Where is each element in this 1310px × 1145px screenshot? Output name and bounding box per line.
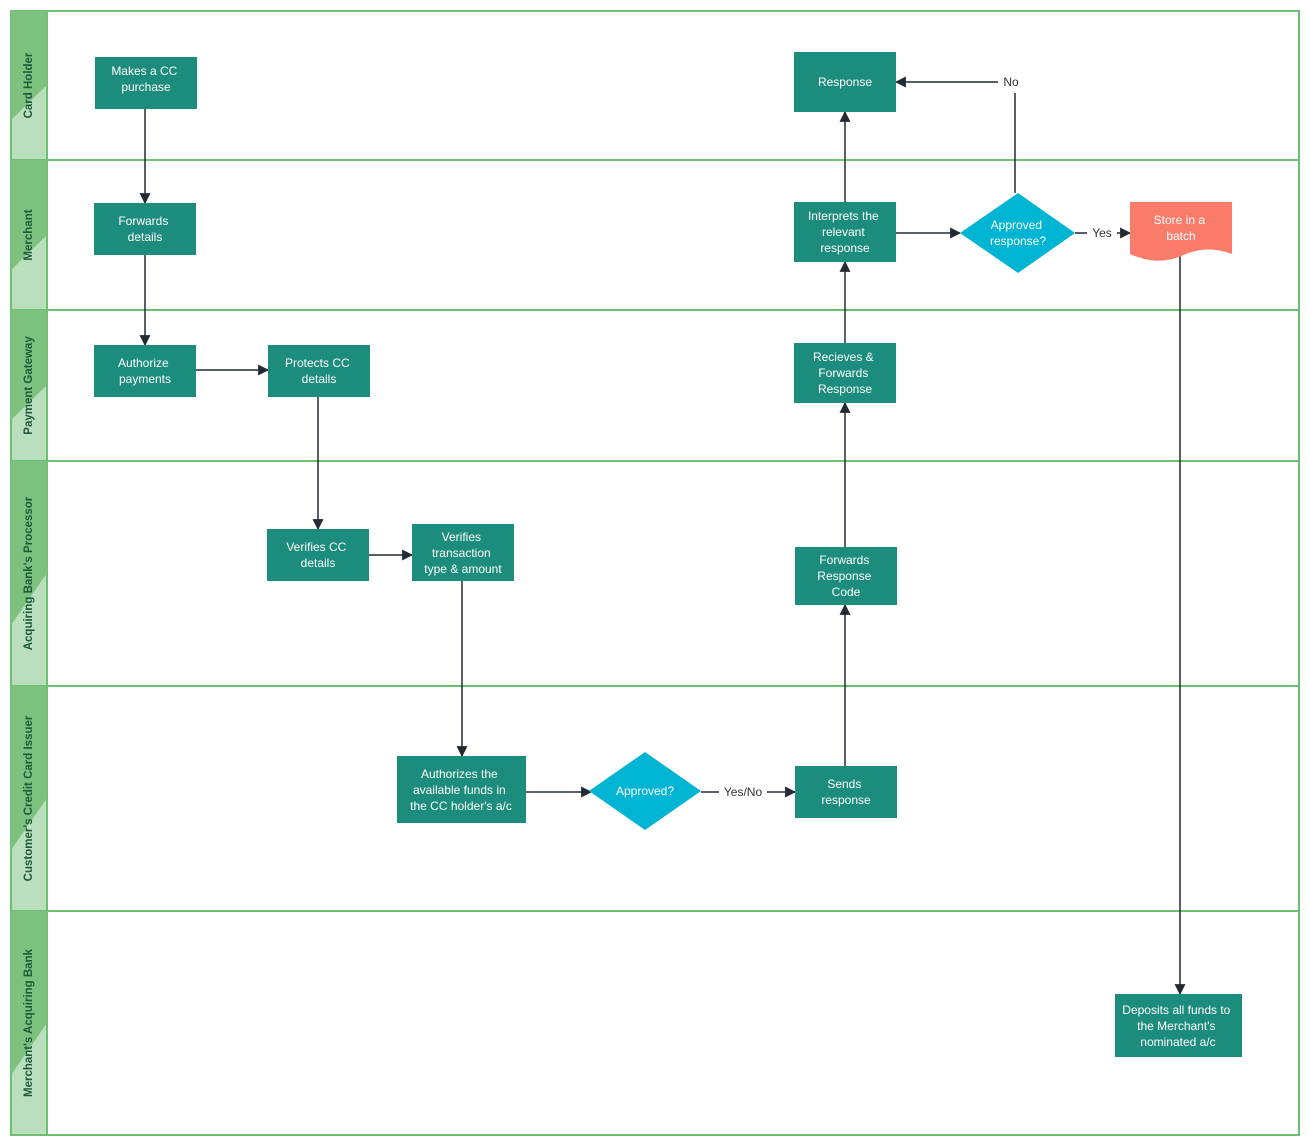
lane-merchant-bank: Merchant's Acquiring Bank bbox=[10, 910, 1300, 1136]
node-label-line: response bbox=[821, 793, 871, 807]
lane-label: Merchant's Acquiring Bank bbox=[23, 948, 35, 1097]
connectors bbox=[139, 82, 1186, 996]
node-label: Approved? bbox=[616, 784, 674, 798]
node-label-line: Makes a CC bbox=[111, 64, 177, 78]
edge-labels: No Yes Yes/No bbox=[724, 75, 1112, 799]
node-label-line: details bbox=[128, 230, 163, 244]
node-label: Verifies transaction type & amount bbox=[424, 530, 502, 576]
lane-label: Payment Gateway bbox=[23, 336, 35, 435]
node-label: Forwards details bbox=[118, 214, 171, 244]
lane-label: Card Holder bbox=[23, 52, 35, 118]
node-label-line: Store in a bbox=[1154, 213, 1206, 227]
process-receives-forwards-response[interactable]: Recieves & Forwards Response bbox=[794, 343, 896, 403]
node-label-line: Authorize bbox=[118, 356, 169, 370]
process-makes-cc-purchase[interactable]: Makes a CC purchase bbox=[95, 57, 197, 109]
node-label-line: Sends bbox=[827, 777, 861, 791]
connector-decision-no bbox=[896, 82, 1016, 193]
node-label-line: response bbox=[820, 241, 870, 255]
lane-label: Customer's Credit Card Issuer bbox=[23, 715, 35, 881]
decision-approved-response[interactable]: Approved response? bbox=[960, 193, 1075, 273]
node-label-line: Response bbox=[817, 569, 871, 583]
process-deposits-funds[interactable]: Deposits all funds to the Merchant's nom… bbox=[1115, 994, 1242, 1057]
lane-label: Acquiring Bank's Processor bbox=[23, 496, 35, 650]
nodes: Makes a CC purchase Response Forwards de… bbox=[94, 52, 1242, 1057]
process-protects-cc-details[interactable]: Protects CC details bbox=[268, 345, 370, 397]
node-label-line: payments bbox=[119, 372, 171, 386]
node-label: Recieves & Forwards Response bbox=[813, 350, 877, 396]
node-label: Sends response bbox=[821, 777, 871, 807]
node-label-line: nominated a/c bbox=[1140, 1035, 1215, 1049]
node-label: Store in a batch bbox=[1154, 213, 1209, 243]
node-label-line: available funds in bbox=[413, 783, 506, 797]
node-label-line: Verifies bbox=[442, 530, 481, 544]
swimlanes: Card Holder Merchant Payment Gateway Acq… bbox=[10, 10, 1300, 1136]
node-label: Verifies CC details bbox=[286, 540, 349, 570]
process-authorizes-funds[interactable]: Authorizes the available funds in the CC… bbox=[397, 756, 526, 823]
node-label-line: Verifies CC bbox=[286, 540, 346, 554]
node-label-line: the Merchant's bbox=[1137, 1019, 1215, 1033]
node-label-line: details bbox=[301, 556, 336, 570]
node-label: Authorize payments bbox=[118, 356, 172, 386]
edge-label-yes: Yes bbox=[1092, 226, 1112, 240]
lane-merchant: Merchant bbox=[10, 159, 1300, 311]
decision-approved[interactable]: Approved? bbox=[589, 752, 701, 830]
lane-label: Merchant bbox=[23, 209, 35, 260]
node-label-line: Code bbox=[832, 585, 861, 599]
lane-payment-gateway: Payment Gateway bbox=[10, 309, 1300, 462]
process-interprets-response[interactable]: Interprets the relevant response bbox=[794, 202, 896, 262]
edge-label-yes-no: Yes/No bbox=[724, 785, 763, 799]
node-label-line: relevant bbox=[822, 225, 865, 239]
process-authorize-payments[interactable]: Authorize payments bbox=[94, 345, 196, 397]
node-label-line: Forwards bbox=[819, 553, 869, 567]
node-label-line: Interprets the bbox=[808, 209, 879, 223]
node-label-line: Approved? bbox=[616, 784, 674, 798]
node-label: Approved response? bbox=[990, 218, 1046, 248]
document-store-in-batch[interactable]: Store in a batch bbox=[1130, 202, 1232, 261]
node-label: Response bbox=[818, 75, 872, 89]
node-label-line: purchase bbox=[121, 80, 171, 94]
node-label: Makes a CC purchase bbox=[111, 64, 180, 94]
node-label-line: batch bbox=[1166, 229, 1195, 243]
process-forwards-details[interactable]: Forwards details bbox=[94, 203, 196, 255]
node-label: Forwards Response Code bbox=[817, 553, 874, 599]
process-forwards-response-code[interactable]: Forwards Response Code bbox=[795, 547, 897, 605]
process-response[interactable]: Response bbox=[794, 52, 896, 112]
edge-label-no: No bbox=[1003, 75, 1019, 89]
node-label-line: Approved bbox=[991, 218, 1042, 232]
process-sends-response[interactable]: Sends response bbox=[795, 766, 897, 818]
node-label: Protects CC details bbox=[285, 356, 353, 386]
node-label-line: Response bbox=[818, 382, 872, 396]
node-label: Authorizes the available funds in the CC… bbox=[410, 767, 512, 813]
lane-card-holder: Card Holder bbox=[10, 10, 1300, 161]
node-label: Deposits all funds to the Merchant's nom… bbox=[1122, 1003, 1233, 1049]
node-label-line: Forwards bbox=[818, 366, 868, 380]
node-label-line: Forwards bbox=[118, 214, 168, 228]
node-label-line: Deposits all funds to bbox=[1122, 1003, 1230, 1017]
process-verifies-cc-details[interactable]: Verifies CC details bbox=[267, 529, 369, 581]
node-label-line: the CC holder's a/c bbox=[410, 799, 512, 813]
node-label-line: Protects CC bbox=[285, 356, 350, 370]
node-label-line: Response bbox=[818, 75, 872, 89]
node-label-line: response? bbox=[990, 234, 1046, 248]
process-verifies-transaction[interactable]: Verifies transaction type & amount bbox=[412, 524, 514, 581]
node-label-line: type & amount bbox=[424, 562, 502, 576]
node-label-line: details bbox=[302, 372, 337, 386]
node-label-line: Authorizes the bbox=[421, 767, 498, 781]
node-label: Interprets the relevant response bbox=[808, 209, 882, 255]
node-label-line: Recieves & bbox=[813, 350, 874, 364]
lane-acquiring-processor: Acquiring Bank's Processor bbox=[10, 460, 1300, 687]
node-label-line: transaction bbox=[432, 546, 491, 560]
